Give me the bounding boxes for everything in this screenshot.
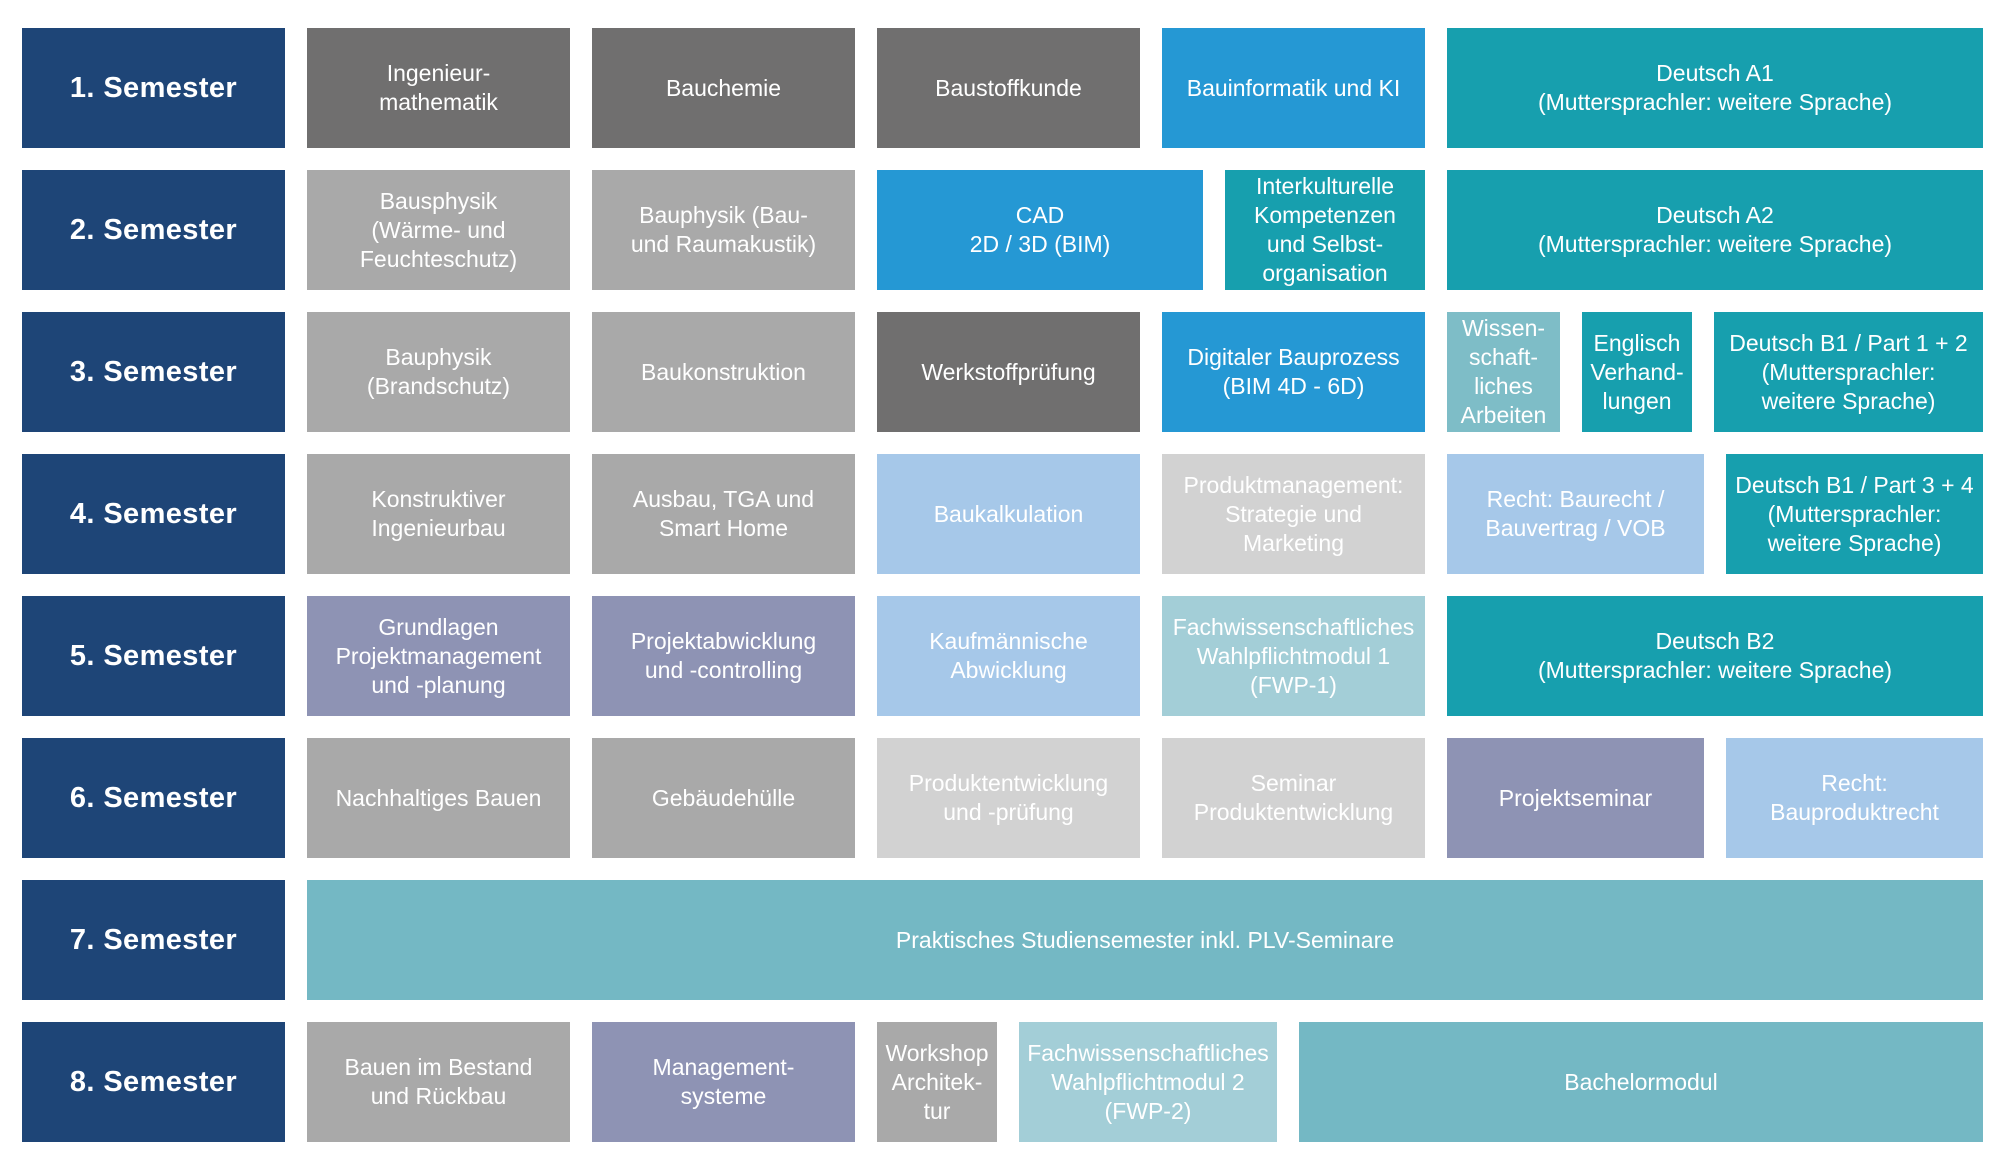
module-kaufm-nnische-abwicklung: Kaufmännische Abwicklung [877,596,1140,716]
module-bauen-im-bestand-und-r-ckbau: Bauen im Bestand und Rückbau [307,1022,570,1142]
module-digitaler-bauprozess-bim-4d-6d: Digitaler Bauprozess (BIM 4D - 6D) [1162,312,1425,432]
module-englisch-verhand-lungen: Englisch Verhand- lungen [1582,312,1692,432]
module-deutsch-b2-muttersprachler-weitere-sprache: Deutsch B2 (Muttersprachler: weitere Spr… [1447,596,1983,716]
module-management-systeme: Management- systeme [592,1022,855,1142]
module-praktisches-studiensemester-inkl-plv-seminare: Praktisches Studiensemester inkl. PLV-Se… [307,880,1983,1000]
module-wissen-schaft-liches-arbeiten: Wissen- schaft- liches Arbeiten [1447,312,1560,432]
module-ingenieur-mathematik: Ingenieur- mathematik [307,28,570,148]
module-bauchemie: Bauchemie [592,28,855,148]
semester-label-7: 7. Semester [22,880,285,1000]
module-produktmanagement-strategie-und-marketing: Produktmanagement: Strategie und Marketi… [1162,454,1425,574]
module-bausphysik-w-rme-und-feuchteschutz: Bausphysik (Wärme- und Feuchteschutz) [307,170,570,290]
module-deutsch-a2-muttersprachler-weitere-sprache: Deutsch A2 (Muttersprachler: weitere Spr… [1447,170,1983,290]
module-produktentwicklung-und-pr-fung: Produktentwicklung und -prüfung [877,738,1140,858]
module-deutsch-a1-muttersprachler-weitere-sprache: Deutsch A1 (Muttersprachler: weitere Spr… [1447,28,1983,148]
module-bauinformatik-und-ki: Bauinformatik und KI [1162,28,1425,148]
module-baukonstruktion: Baukonstruktion [592,312,855,432]
module-ausbau-tga-und-smart-home: Ausbau, TGA und Smart Home [592,454,855,574]
module-fachwissenschaftliches-wahlpflichtmodul-2-fwp-2: Fachwissenschaftliches Wahlpflichtmodul … [1019,1022,1277,1142]
module-cad-2d-3d-bim: CAD 2D / 3D (BIM) [877,170,1203,290]
module-workshop-architek-tur: Workshop Architek- tur [877,1022,997,1142]
module-nachhaltiges-bauen: Nachhaltiges Bauen [307,738,570,858]
semester-label-1: 1. Semester [22,28,285,148]
module-geb-udeh-lle: Gebäudehülle [592,738,855,858]
module-bauphysik-brandschutz: Bauphysik (Brandschutz) [307,312,570,432]
semester-label-6: 6. Semester [22,738,285,858]
semester-label-3: 3. Semester [22,312,285,432]
module-bachelormodul: Bachelormodul [1299,1022,1983,1142]
module-konstruktiver-ingenieurbau: Konstruktiver Ingenieurbau [307,454,570,574]
semester-label-2: 2. Semester [22,170,285,290]
module-recht-bauproduktrecht: Recht: Bauproduktrecht [1726,738,1983,858]
module-projektabwicklung-und-controlling: Projektabwicklung und -controlling [592,596,855,716]
module-interkulturelle-kompetenzen-und-selbst-organisat: Interkulturelle Kompetenzen und Selbst- … [1225,170,1425,290]
semester-label-5: 5. Semester [22,596,285,716]
module-grundlagen-projektmanagement-und-planung: Grundlagen Projektmanagement und -planun… [307,596,570,716]
module-projektseminar: Projektseminar [1447,738,1704,858]
module-bauphysik-bau-und-raumakustik: Bauphysik (Bau- und Raumakustik) [592,170,855,290]
module-baustoffkunde: Baustoffkunde [877,28,1140,148]
module-deutsch-b1-part-3-4-muttersprachler-weitere-spra: Deutsch B1 / Part 3 + 4 (Muttersprachler… [1726,454,1983,574]
module-recht-baurecht-bauvertrag-vob: Recht: Baurecht / Bauvertrag / VOB [1447,454,1704,574]
module-fachwissenschaftliches-wahlpflichtmodul-1-fwp-1: Fachwissenschaftliches Wahlpflichtmodul … [1162,596,1425,716]
module-deutsch-b1-part-1-2-muttersprachler-weitere-spra: Deutsch B1 / Part 1 + 2 (Muttersprachler… [1714,312,1983,432]
module-seminar-produktentwicklung: Seminar Produktentwicklung [1162,738,1425,858]
module-werkstoffpr-fung: Werkstoffprüfung [877,312,1140,432]
semester-label-4: 4. Semester [22,454,285,574]
semester-label-8: 8. Semester [22,1022,285,1142]
module-baukalkulation: Baukalkulation [877,454,1140,574]
